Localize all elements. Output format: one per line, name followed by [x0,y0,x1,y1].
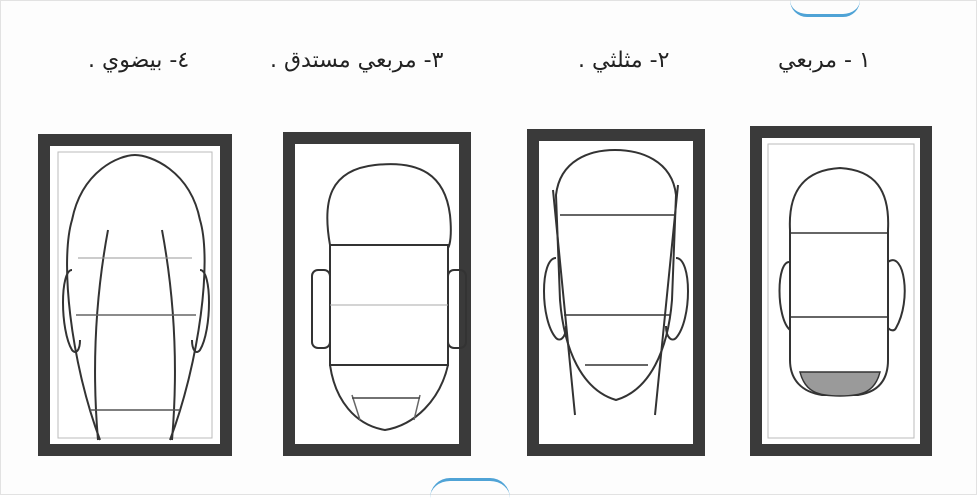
tapered-square-face-panel [289,138,466,450]
oval-face-panel [44,140,226,450]
triangular-face-panel [533,135,699,450]
square-face-panel [756,132,926,450]
